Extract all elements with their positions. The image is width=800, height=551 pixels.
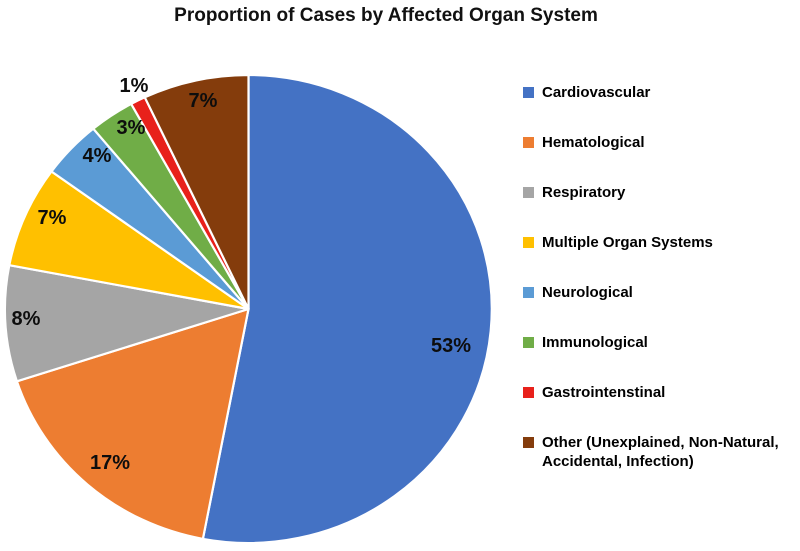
pie-slice-other-unexplained-non-natural-accidental — [143, 73, 250, 311]
legend-label: Cardiovascular — [542, 84, 651, 101]
legend-label: Hematological — [542, 134, 645, 151]
slice-label-multiple-organ-systems: 7% — [38, 207, 67, 229]
legend-label: Immunological — [542, 334, 648, 351]
pie-chart: 53% 17% 8% 7% 4%3% 1% 7% — [3, 73, 493, 545]
legend-swatch-icon — [523, 237, 534, 248]
slice-label-cardiovascular: 53% — [431, 335, 471, 357]
slice-label-respiratory: 8% — [12, 308, 41, 330]
legend-label: Other (Unexplained, Non-Natural, Acciden… — [542, 434, 779, 470]
legend-item-hematological: Hematological — [523, 118, 789, 168]
slice-label-gastrointenstinal: 1% — [120, 75, 149, 97]
legend-swatch-icon — [523, 337, 534, 348]
legend-swatch-icon — [523, 437, 534, 448]
legend-swatch-icon — [523, 387, 534, 398]
legend-item-respiratory: Respiratory — [523, 168, 789, 218]
chart-title: Proportion of Cases by Affected Organ Sy… — [174, 5, 598, 26]
legend-label: Gastrointenstinal — [542, 384, 666, 401]
legend-swatch-icon — [523, 137, 534, 148]
slice-label-neurological: 4% — [83, 145, 112, 167]
slice-label-hematological: 17% — [90, 452, 130, 474]
legend-label: Multiple Organ Systems — [542, 234, 713, 251]
legend-label: Neurological — [542, 284, 633, 301]
legend-item-other-unexplained-non-natural-accidental: Other (Unexplained, Non-Natural, Acciden… — [523, 418, 789, 471]
legend-swatch-icon — [523, 187, 534, 198]
legend-item-multiple-organ-systems: Multiple Organ Systems — [523, 218, 789, 268]
slice-label-other-unexplained-non-natural-accidental: 7% — [189, 90, 218, 112]
legend-item-gastrointenstinal: Gastrointenstinal — [523, 368, 789, 418]
legend-swatch-icon — [523, 287, 534, 298]
pie-slice-cardiovascular — [201, 73, 493, 545]
pie-slice-hematological — [15, 307, 250, 540]
legend-item-cardiovascular: Cardiovascular — [523, 68, 789, 118]
legend-item-neurological: Neurological — [523, 268, 789, 318]
pie-slice-multiple-organ-systems — [8, 170, 250, 311]
pie-slice-respiratory — [3, 264, 250, 383]
legend-label: Respiratory — [542, 184, 626, 201]
slice-label-immunological: 3% — [117, 117, 146, 139]
legend-swatch-icon — [523, 87, 534, 98]
legend-item-immunological: Immunological — [523, 318, 789, 368]
